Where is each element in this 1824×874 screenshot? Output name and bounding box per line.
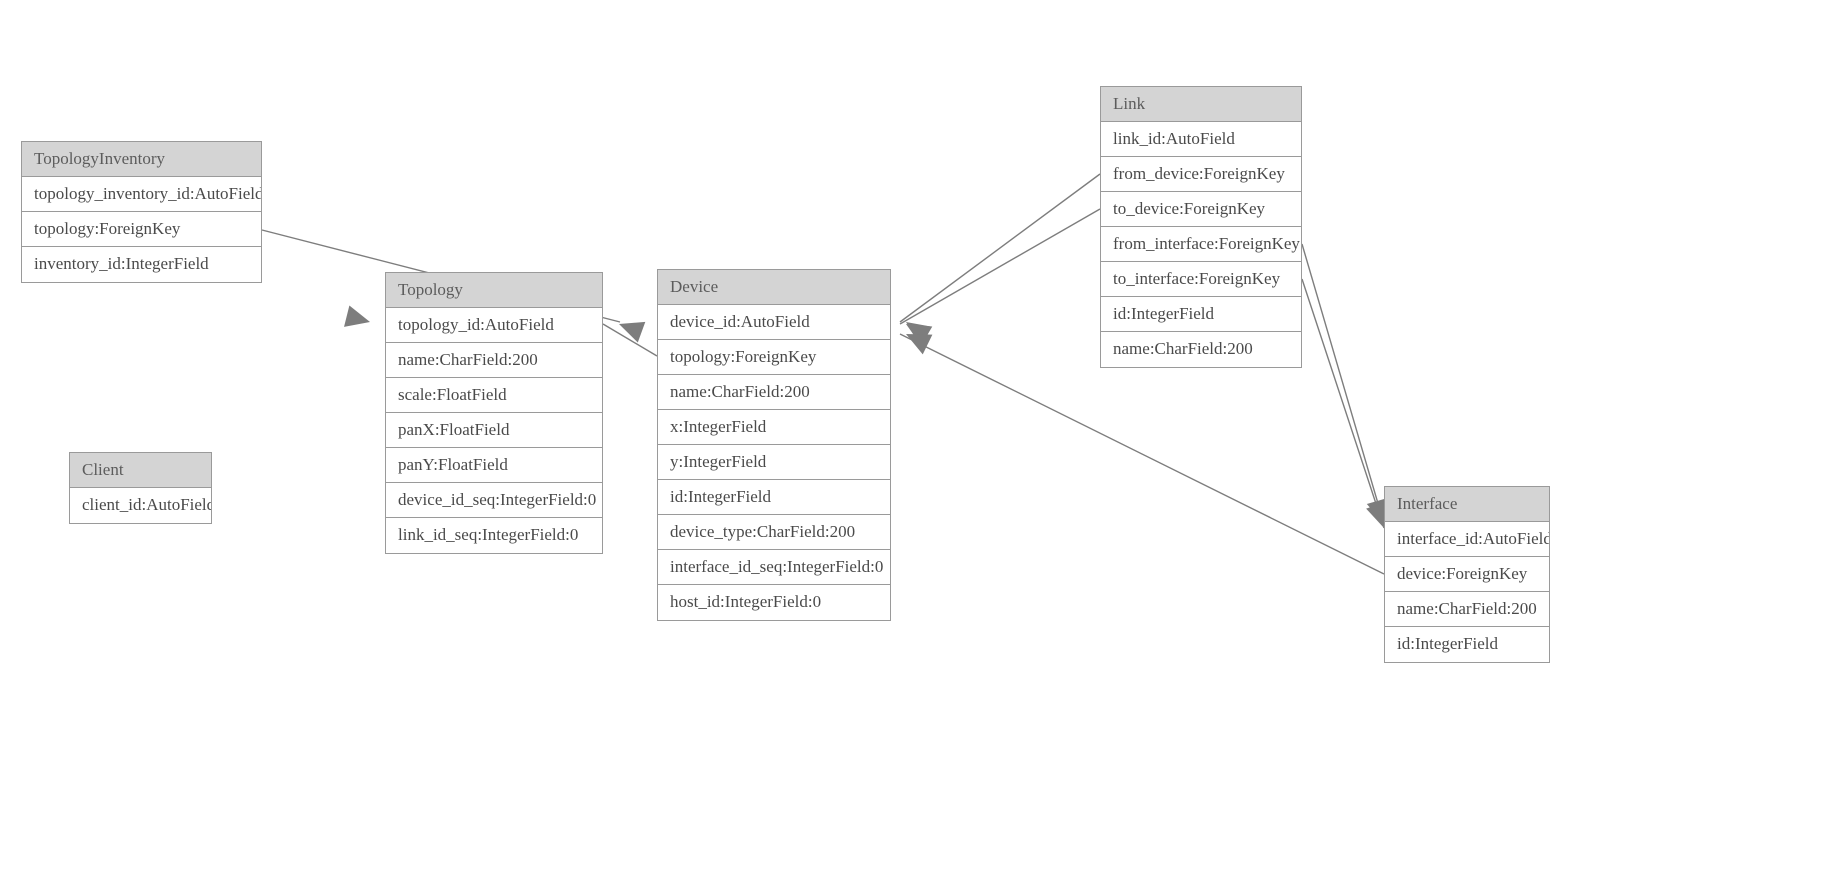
relation-arrowhead-link-to-device-to-device	[906, 324, 933, 346]
entity-title-topology: Topology	[386, 273, 602, 308]
entity-field: topology_inventory_id:AutoField	[22, 177, 261, 212]
entity-title-link: Link	[1101, 87, 1301, 122]
relation-arrowhead-device-to-topology	[619, 321, 646, 343]
entity-field: to_interface:ForeignKey	[1101, 262, 1301, 297]
entity-title-topology_inventory: TopologyInventory	[22, 142, 261, 177]
entity-field: scale:FloatField	[386, 378, 602, 413]
relation-arrowhead-interface-device-to-device	[906, 334, 933, 355]
relation-arrowhead-link-from-device-to-device	[906, 322, 932, 345]
entity-field: interface_id:AutoField	[1385, 522, 1549, 557]
entity-title-device: Device	[658, 270, 890, 305]
entity-field: id:IntegerField	[1101, 297, 1301, 332]
entity-field: name:CharField:200	[386, 343, 602, 378]
entity-field: device_id:AutoField	[658, 305, 890, 340]
relation-arrowhead-topologyinventory-to-topology	[344, 305, 370, 327]
entity-field: x:IntegerField	[658, 410, 890, 445]
entity-field: name:CharField:200	[658, 375, 890, 410]
entity-field: topology:ForeignKey	[658, 340, 890, 375]
entity-field: panX:FloatField	[386, 413, 602, 448]
entity-title-interface: Interface	[1385, 487, 1549, 522]
entity-field: device:ForeignKey	[1385, 557, 1549, 592]
relation-line-device-to-topology	[602, 323, 658, 357]
entity-field: id:IntegerField	[658, 480, 890, 515]
entity-field: from_interface:ForeignKey	[1101, 227, 1301, 262]
entity-field: host_id:IntegerField:0	[658, 585, 890, 620]
entity-field: device_id_seq:IntegerField:0	[386, 483, 602, 518]
entity-field: topology_id:AutoField	[386, 308, 602, 343]
relation-line-link-from-device-to-device	[899, 173, 1101, 323]
entity-field: interface_id_seq:IntegerField:0	[658, 550, 890, 585]
entity-field: topology:ForeignKey	[22, 212, 261, 247]
entity-field: to_device:ForeignKey	[1101, 192, 1301, 227]
entity-field: from_device:ForeignKey	[1101, 157, 1301, 192]
entity-field: name:CharField:200	[1101, 332, 1301, 367]
entity-field: y:IntegerField	[658, 445, 890, 480]
entity-field: device_type:CharField:200	[658, 515, 890, 550]
relation-line-link-to-interface-to-interface	[1301, 278, 1385, 529]
entity-field: panY:FloatField	[386, 448, 602, 483]
entity-field: link_id_seq:IntegerField:0	[386, 518, 602, 553]
entity-title-client: Client	[70, 453, 211, 488]
entity-field: inventory_id:IntegerField	[22, 247, 261, 282]
entity-field: name:CharField:200	[1385, 592, 1549, 627]
entity-field: id:IntegerField	[1385, 627, 1549, 662]
relation-line-link-to-device-to-device	[899, 208, 1101, 325]
entity-field: client_id:AutoField	[70, 488, 211, 523]
entity-field: link_id:AutoField	[1101, 122, 1301, 157]
relation-line-link-from-interface-to-interface	[1301, 243, 1385, 525]
relation-line-interface-device-to-device	[899, 333, 1385, 575]
